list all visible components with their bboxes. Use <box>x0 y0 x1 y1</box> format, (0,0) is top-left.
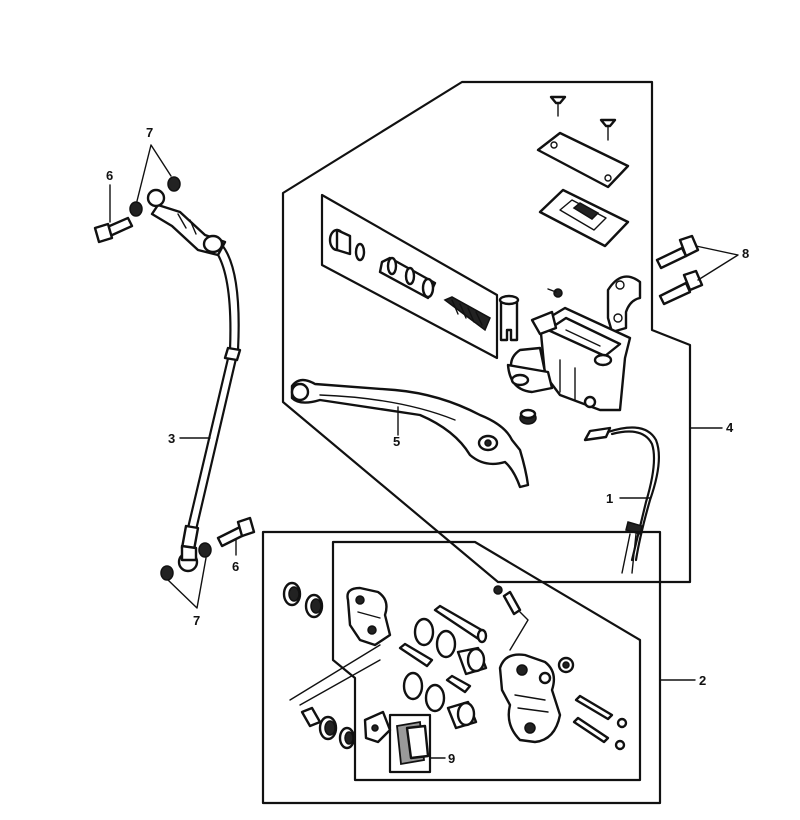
slide-pin <box>398 642 434 668</box>
sealing-washer <box>129 176 181 217</box>
piston-o-ring <box>435 629 457 659</box>
piston-seal <box>304 593 324 619</box>
callout-6-top: 6 <box>106 168 113 183</box>
piston-kit-panel <box>320 193 499 360</box>
banjo-bolt <box>93 216 134 244</box>
callout-4: 4 <box>726 420 734 435</box>
sealing-washer <box>160 542 212 581</box>
piston-seal <box>338 726 356 750</box>
brake-pad <box>396 720 430 766</box>
pad-pin <box>572 716 626 751</box>
master-cylinder-group <box>281 80 692 584</box>
caliper-nut <box>557 656 575 674</box>
callout-8: 8 <box>742 246 749 261</box>
bleeder-nipple <box>547 288 563 298</box>
lever-pivot-nut <box>519 408 537 425</box>
pad-spring <box>363 710 392 744</box>
callout-leader-7-top <box>136 144 172 202</box>
callout-leader-7-bottom <box>167 557 207 609</box>
piston-cup <box>328 228 352 256</box>
mount-bolt <box>655 234 700 270</box>
slide-pin <box>445 674 472 694</box>
caliper-piston <box>456 646 488 676</box>
seal-kit-divider <box>289 644 381 706</box>
piston <box>378 256 437 300</box>
callout-7-top: 7 <box>146 125 153 140</box>
callout-7-bottom: 7 <box>193 613 200 628</box>
reservoir-cap <box>536 131 630 189</box>
piston-seal <box>282 581 302 607</box>
caliper-piston <box>446 700 478 730</box>
reservoir-screw <box>549 95 567 117</box>
o-ring <box>354 242 366 262</box>
master-cylinder-body <box>506 306 632 412</box>
callout-9: 9 <box>448 751 455 766</box>
pad-pin <box>574 694 628 729</box>
piston-o-ring <box>413 617 435 647</box>
brake-switch-cable <box>583 426 661 574</box>
caliper-inner-outline <box>331 540 642 782</box>
callout-leader-8 <box>695 245 739 281</box>
callout-3: 3 <box>168 431 175 446</box>
slide-pin <box>433 604 488 644</box>
callout-5: 5 <box>393 434 400 449</box>
caliper-outer-outline <box>261 530 662 805</box>
reservoir-diaphragm <box>538 188 630 248</box>
reservoir-screw <box>599 118 617 141</box>
brake-lever <box>290 378 530 489</box>
callout-2: 2 <box>699 673 706 688</box>
callout-1: 1 <box>606 491 613 506</box>
banjo-bolt <box>216 516 256 548</box>
slide-pin-boot <box>300 706 322 728</box>
caliper-group <box>261 530 662 805</box>
caliper-bracket <box>346 586 392 647</box>
brake-pad-box <box>388 713 432 774</box>
piston-o-ring <box>424 683 446 713</box>
handlebar-clamp <box>606 275 642 334</box>
pivot-bolt <box>498 294 520 342</box>
master-cylinder-outline <box>281 80 692 584</box>
caliper-body <box>498 653 562 744</box>
caliper-bleeder <box>493 585 529 651</box>
mount-bolt <box>658 269 704 306</box>
brake-hose <box>146 188 242 573</box>
piston-o-ring <box>402 671 424 701</box>
callout-6-bottom: 6 <box>232 559 239 574</box>
spring <box>443 296 491 332</box>
piston-seal <box>318 715 338 741</box>
